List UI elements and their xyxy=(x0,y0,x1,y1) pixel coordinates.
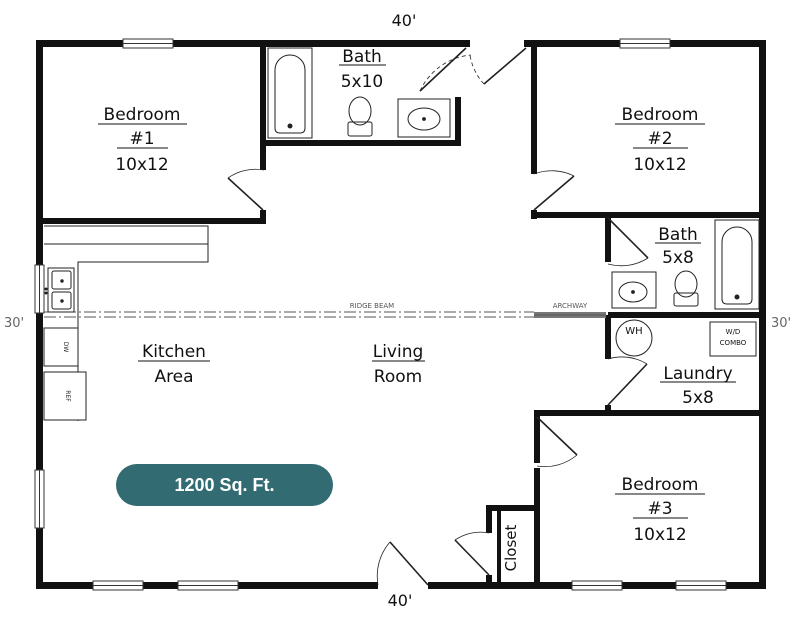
water-heater-label: WH xyxy=(625,326,642,337)
square-footage-badge: 1200 Sq. Ft. xyxy=(116,464,333,506)
bathtub-2 xyxy=(714,219,760,310)
entry-door-left-swing xyxy=(419,54,472,92)
laundry-size: 5x8 xyxy=(682,388,714,408)
dimension-right: 30' xyxy=(771,316,791,331)
bath1-name: Bath xyxy=(342,47,382,67)
dishwasher: DW xyxy=(43,327,79,367)
bath2-name: Bath xyxy=(658,225,698,245)
bedroom3-door xyxy=(536,416,578,456)
closet-door-swing xyxy=(454,531,490,541)
dimension-bottom: 40' xyxy=(388,591,413,610)
kitchen-counters xyxy=(44,225,209,421)
doors xyxy=(227,47,649,586)
dishwasher-label: DW xyxy=(62,342,69,353)
water-heater: WH xyxy=(615,319,653,357)
living-label-2: Room xyxy=(374,367,422,387)
bedroom3-size: 10x12 xyxy=(633,525,686,545)
archway-label: ARCHWAY xyxy=(553,302,588,310)
closet-label: Closet xyxy=(502,525,520,572)
entry-door-right-swing xyxy=(469,54,485,85)
washer-dryer: W/D COMBO xyxy=(709,321,757,357)
entry-door-left xyxy=(419,47,467,92)
laundry-door xyxy=(607,363,648,406)
bedroom1-door-swing xyxy=(227,168,265,179)
laundry-door-swing xyxy=(607,356,648,365)
bathtub-1 xyxy=(267,47,313,139)
bedroom2-door-swing xyxy=(533,170,575,177)
ridge-beam xyxy=(44,311,534,318)
bedroom2-size: 10x12 xyxy=(633,155,686,175)
refrigerator-label: REF xyxy=(64,390,71,402)
bedroom2-number: #2 xyxy=(647,129,672,149)
bedroom3-number: #3 xyxy=(647,499,672,519)
bedroom3-door-swing xyxy=(536,454,578,467)
front-door-swing xyxy=(376,541,391,586)
living-label-1: Living xyxy=(373,342,424,362)
toilet-1 xyxy=(347,96,373,137)
washer-dryer-label-2: COMBO xyxy=(720,339,747,347)
square-footage-text: 1200 Sq. Ft. xyxy=(174,475,274,495)
kitchen-label-1: Kitchen xyxy=(142,342,206,362)
bedroom1-number: #1 xyxy=(129,129,154,149)
bath1-size: 5x10 xyxy=(341,72,384,92)
closet-door xyxy=(454,539,490,576)
vanity-1 xyxy=(397,98,451,138)
bath2-size: 5x8 xyxy=(662,248,694,268)
window-sills xyxy=(39,43,726,586)
laundry-name: Laundry xyxy=(663,364,732,384)
washer-dryer-label-1: W/D xyxy=(726,328,741,336)
dimension-top: 40' xyxy=(392,11,417,30)
refrigerator: REF xyxy=(43,371,87,421)
bedroom1-name: Bedroom xyxy=(104,105,181,125)
kitchen-label-2: Area xyxy=(154,367,193,387)
dimension-left: 30' xyxy=(4,316,24,331)
bedroom1-size: 10x12 xyxy=(115,155,168,175)
bedroom2-name: Bedroom xyxy=(622,105,699,125)
bedroom2-door xyxy=(533,175,575,211)
bath2-door-swing xyxy=(607,257,649,267)
ridge-beam-label: RIDGE BEAM xyxy=(350,302,394,310)
toilet-2 xyxy=(673,270,699,307)
interior-walls xyxy=(40,44,763,586)
kitchen-sink xyxy=(44,267,75,313)
entry-door-right xyxy=(483,47,527,85)
front-door xyxy=(389,541,429,586)
bedroom1-door xyxy=(227,177,264,211)
bath2-door xyxy=(607,217,649,259)
bedroom3-name: Bedroom xyxy=(622,475,699,495)
vanity-2 xyxy=(611,271,657,309)
